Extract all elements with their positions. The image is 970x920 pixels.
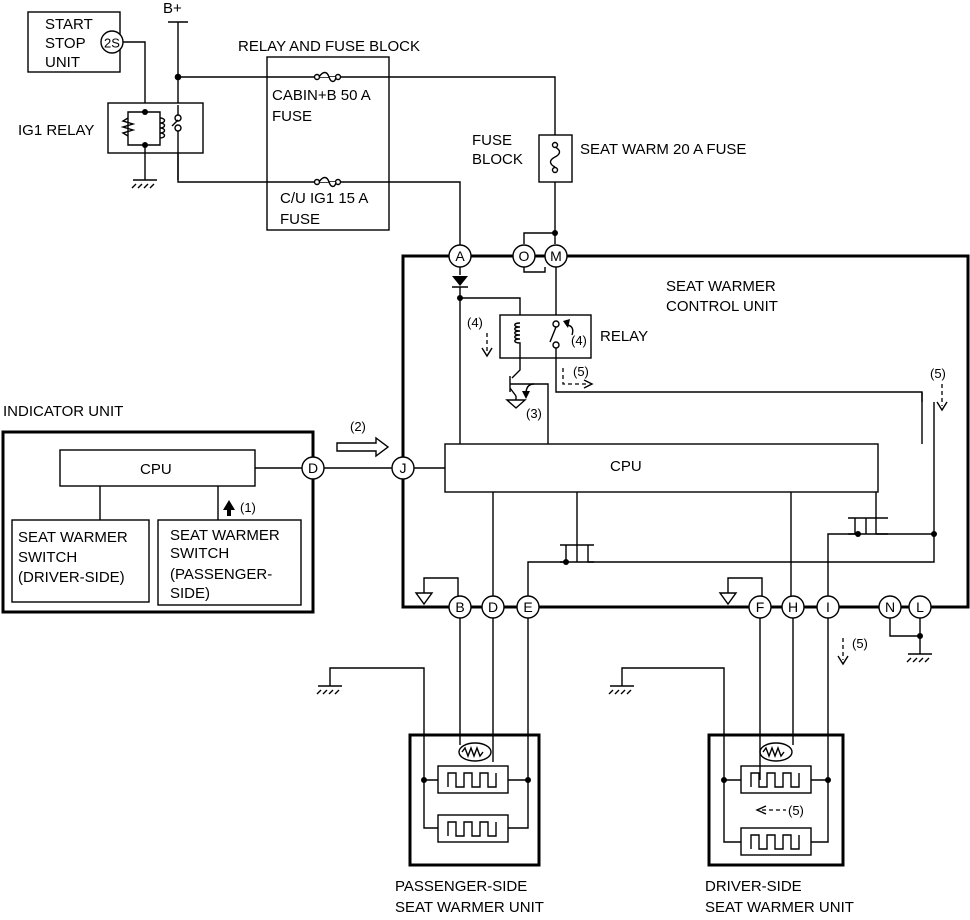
switch-passenger-label-4: SIDE) <box>170 585 210 602</box>
battery-label: B+ <box>163 0 182 17</box>
terminal-d-indicator-label: D <box>308 460 318 476</box>
step-5-right: (5) <box>930 366 946 381</box>
passenger-unit-label-1: PASSENGER-SIDE <box>395 878 527 895</box>
terminal-o-label: O <box>519 248 530 264</box>
switch-passenger-label-3: (PASSENGER- <box>170 566 272 583</box>
control-relay: RELAY <box>499 314 923 444</box>
terminal-d-label: D <box>488 599 498 615</box>
cabin-fuse-label-1: CABIN+B 50 A <box>272 87 371 104</box>
seat-warmer-control-unit: SEAT WARMER CONTROL UNIT <box>401 254 970 609</box>
driver-seat-warmer-unit: (5) DRIVER-SIDE SEAT WARMER UNIT <box>705 733 854 916</box>
terminal-a-label: A <box>455 248 465 264</box>
cu-ig1-fuse-label-2: FUSE <box>280 211 320 228</box>
step-4-right: (4) <box>571 333 587 348</box>
fuse-block: FUSE BLOCK SEAT WARM 20 A FUSE <box>472 132 746 183</box>
step-3: (3) <box>526 406 542 421</box>
control-cpu-label: CPU <box>610 458 642 475</box>
control-cpu <box>444 443 879 493</box>
driver-unit-label-2: SEAT WARMER UNIT <box>705 899 854 916</box>
cu-ig1-fuse-label-1: C/U IG1 15 A <box>280 190 368 207</box>
relay-label: RELAY <box>600 328 648 345</box>
step-5-bottom: (5) <box>852 636 868 651</box>
terminal-f-label: F <box>756 599 765 615</box>
control-unit-label-2: CONTROL UNIT <box>666 298 778 315</box>
ig1-relay: IG1 RELAY <box>18 102 204 180</box>
switch-driver-side[interactable] <box>11 519 150 603</box>
passenger-seat-warmer-unit: PASSENGER-SIDE SEAT WARMER UNIT <box>395 733 544 916</box>
control-unit-label-1: SEAT WARMER <box>666 278 776 295</box>
switch-driver-label-1: SEAT WARMER <box>18 529 128 546</box>
step-2: (2) <box>350 419 366 434</box>
start-stop-label-1: START <box>45 16 93 33</box>
terminal-b-label: B <box>455 599 464 615</box>
start-stop-terminal: 2S <box>104 36 120 51</box>
fuse-block-label-1: FUSE <box>472 132 512 149</box>
terminal-l-label: L <box>916 599 924 615</box>
terminal-j-label: J <box>400 460 407 476</box>
seat-warm-fuse-label: SEAT WARM 20 A FUSE <box>580 141 746 158</box>
indicator-unit-label: INDICATOR UNIT <box>3 403 123 420</box>
step-5-relay: (5) <box>573 364 589 379</box>
switch-passenger-label-2: SWITCH <box>170 545 229 562</box>
terminal-m-label: M <box>550 248 562 264</box>
start-stop-label-2: STOP <box>45 35 86 52</box>
step-1: (1) <box>240 500 256 515</box>
switch-passenger-label-1: SEAT WARMER <box>170 527 280 544</box>
cabin-fuse-label-2: FUSE <box>272 108 312 125</box>
terminal-i-label: I <box>826 599 830 615</box>
start-stop-label-3: UNIT <box>45 54 80 71</box>
ig1-relay-label: IG1 RELAY <box>18 122 94 139</box>
terminal-h-label: H <box>788 599 798 615</box>
step-4-left: (4) <box>467 315 483 330</box>
start-stop-unit: START STOP UNIT 2S <box>27 11 124 73</box>
relay-fuse-block-label: RELAY AND FUSE BLOCK <box>238 38 420 55</box>
step-5-driver-unit: (5) <box>788 803 804 818</box>
terminal-n-label: N <box>885 599 895 615</box>
fuse-block-label-2: BLOCK <box>472 151 523 168</box>
switch-driver-label-3: (DRIVER-SIDE) <box>18 569 125 586</box>
indicator-unit: INDICATOR UNIT CPU SEAT WARMER SWITCH (D… <box>1 403 315 614</box>
terminal-e-label: E <box>523 599 532 615</box>
relay-fuse-block: RELAY AND FUSE BLOCK CABIN+B 50 A FUSE C… <box>238 38 420 231</box>
indicator-cpu <box>59 449 256 487</box>
passenger-unit-label-2: SEAT WARMER UNIT <box>395 899 544 916</box>
switch-driver-label-2: SWITCH <box>18 549 77 566</box>
indicator-cpu-label: CPU <box>140 461 172 478</box>
driver-unit-label-1: DRIVER-SIDE <box>705 878 802 895</box>
switch-passenger-side[interactable] <box>157 519 302 606</box>
